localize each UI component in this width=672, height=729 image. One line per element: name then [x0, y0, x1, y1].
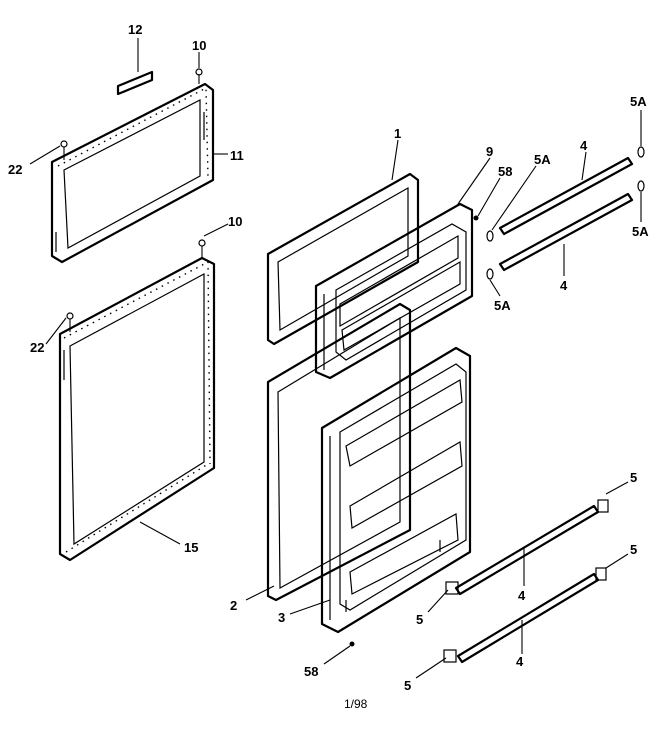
callout-22-mid: 22	[30, 340, 44, 355]
callout-2: 2	[230, 598, 237, 613]
callout-10-mid: 10	[228, 214, 242, 229]
part-4-rail-upper-2	[498, 192, 634, 272]
part-58-screw-top	[473, 215, 479, 221]
part-3-fresh-food-liner	[320, 346, 472, 634]
part-2-fresh-food-gasket	[266, 302, 412, 602]
part-22-screw-mid	[66, 312, 74, 332]
callout-5-left-2: 5	[404, 678, 411, 693]
callout-11: 11	[230, 148, 244, 163]
footer-date: 1/98	[344, 697, 368, 711]
part-58-screw-bottom	[349, 641, 355, 647]
callout-12: 12	[128, 22, 142, 37]
callout-5-right-2: 5	[630, 542, 637, 557]
callout-10-top: 10	[192, 38, 206, 53]
callout-5-left-1: 5	[416, 612, 423, 627]
part-12-trim	[116, 70, 154, 96]
callout-3: 3	[278, 610, 285, 625]
part-5A-cap-left-top	[486, 230, 494, 242]
callouts: 12 10 22 11 10 22 15 1 9 58 5A 4 5A 5A 4…	[8, 22, 649, 693]
callout-5A-right-top: 5A	[630, 94, 647, 109]
part-5-bracket-right-2	[595, 567, 607, 581]
callout-58-bottom: 58	[304, 664, 318, 679]
part-9-freezer-liner	[314, 202, 474, 380]
callout-9: 9	[486, 144, 493, 159]
callout-1: 1	[394, 126, 401, 141]
callout-4-low-2: 4	[516, 654, 524, 669]
part-11-upper-frame	[50, 82, 215, 264]
part-5-bracket-left-2	[443, 649, 457, 663]
part-5A-cap-right-top	[637, 146, 645, 158]
part-4-rail-lower-1	[454, 504, 600, 596]
callout-5A-right-bottom: 5A	[632, 224, 649, 239]
part-22-screw-top	[60, 140, 68, 160]
part-15-lower-frame	[58, 256, 216, 562]
callout-15: 15	[184, 540, 198, 555]
part-5A-cap-right-bottom	[637, 180, 645, 192]
callout-22-top: 22	[8, 162, 22, 177]
callout-4-top: 4	[580, 138, 588, 153]
callout-5-right-1: 5	[630, 470, 637, 485]
part-4-rail-lower-2	[456, 572, 600, 664]
callout-5A-top: 5A	[534, 152, 551, 167]
part-10-screw-top	[195, 68, 203, 84]
part-10-screw-mid	[198, 239, 206, 258]
part-5-bracket-right-1	[597, 499, 609, 513]
part-4-rail-upper-1	[498, 156, 634, 236]
part-5-bracket-left-1	[445, 581, 459, 595]
leader-lines	[29, 38, 642, 679]
callout-58-top: 58	[498, 164, 512, 179]
part-1-freezer-gasket	[266, 172, 420, 346]
callout-4-low-1: 4	[518, 588, 526, 603]
part-5A-cap-left-bottom	[486, 268, 494, 280]
callout-4-mid: 4	[560, 278, 568, 293]
callout-5A-low: 5A	[494, 298, 511, 313]
